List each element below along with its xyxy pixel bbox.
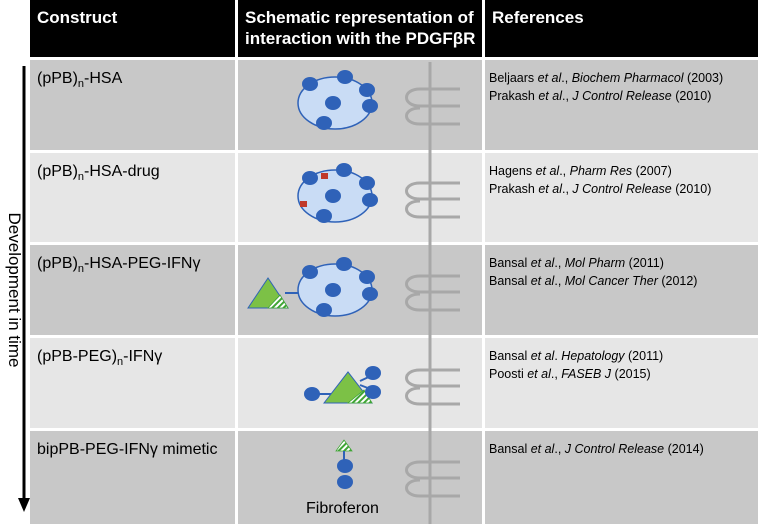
row-divider — [30, 428, 758, 431]
column-divider — [482, 57, 485, 524]
construct-cell: (pPB)n-HSA-drug — [37, 163, 160, 184]
reference-line: Bansal et al., Mol Pharm (2011) — [489, 256, 664, 270]
construct-cell: bipPB-PEG-IFNγ mimetic — [37, 441, 218, 458]
table-header: Construct Schematic representation of in… — [30, 0, 758, 57]
development-timeline — [0, 60, 30, 524]
reference-line: Beljaars et al., Biochem Pharmacol (2003… — [489, 71, 724, 85]
timeline-arrow-icon — [18, 66, 30, 512]
table-row: (pPB)n-HSA-drug Hagens et al., Pharm Res… — [30, 153, 758, 242]
references-cell: Bansal et al., Mol Pharm (2011) Bansal e… — [485, 245, 758, 335]
timeline-label: Development in time — [5, 212, 24, 368]
construct-cell: (pPB-PEG)n-IFNγ — [37, 348, 163, 369]
references-cell: Bansal et al., J Control Release (2014) — [485, 431, 758, 524]
reference-line: Bansal et al., J Control Release (2014) — [489, 442, 704, 456]
header-schematic: Schematic representation of interaction … — [238, 0, 482, 57]
reference-line: Prakash et al., J Control Release (2010) — [489, 182, 712, 196]
column-divider — [235, 57, 238, 524]
table-row: bipPB-PEG-IFNγ mimetic Bansal et al., J … — [30, 431, 758, 524]
header-construct: Construct — [37, 8, 118, 27]
header-schematic-line1: Schematic representation of — [245, 8, 474, 27]
table-row: (pPB)n-HSA Beljaars et al., Biochem Phar… — [30, 60, 758, 150]
construct-cell: (pPB)n-HSA — [37, 70, 123, 91]
reference-line: Poosti et al., FASEB J (2015) — [489, 367, 651, 381]
construct-cell: (pPB)n-HSA-PEG-IFNγ — [37, 255, 201, 276]
construct-table: Construct Schematic representation of in… — [30, 0, 758, 524]
row-divider — [30, 242, 758, 245]
header-references: References — [492, 8, 584, 27]
header-divider — [235, 0, 238, 57]
references-cell: Hagens et al., Pharm Res (2007) Prakash … — [485, 153, 758, 242]
reference-line: Hagens et al., Pharm Res (2007) — [489, 164, 672, 178]
row-divider — [30, 335, 758, 338]
table-row: (pPB-PEG)n-IFNγ Bansal et al. Hepatology… — [30, 338, 758, 428]
header-schematic-line2: interaction with the PDGFβR — [245, 29, 476, 48]
references-cell: Beljaars et al., Biochem Pharmacol (2003… — [485, 60, 758, 150]
references-cell: Bansal et al. Hepatology (2011) Poosti e… — [485, 338, 758, 428]
header-divider — [482, 0, 485, 57]
reference-line: Prakash et al., J Control Release (2010) — [489, 89, 712, 103]
reference-line: Bansal et al. Hepatology (2011) — [489, 349, 664, 363]
reference-line: Bansal et al., Mol Cancer Ther (2012) — [489, 274, 698, 288]
row-divider — [30, 150, 758, 153]
fibroferon-caption: Fibroferon — [306, 500, 379, 517]
table-row: (pPB)n-HSA-PEG-IFNγ Bansal et al., Mol P… — [30, 245, 758, 335]
